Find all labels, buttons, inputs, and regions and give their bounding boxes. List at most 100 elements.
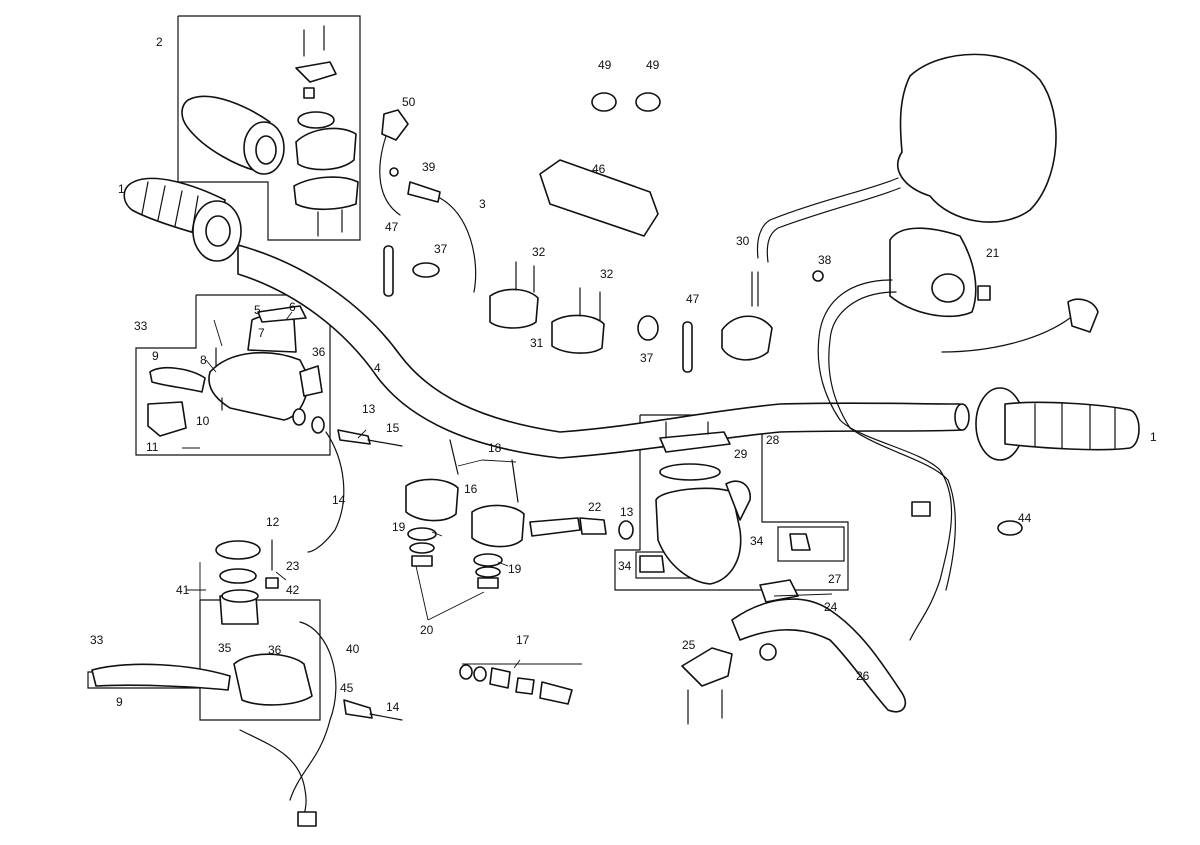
right-grip [1004,401,1140,451]
leader-lines [182,311,833,669]
clutch-clamp [299,365,323,397]
switch-connector [1067,298,1099,333]
handlebar-pad [539,159,659,237]
clutch-hose [307,431,345,553]
callout-14: 14 [386,700,400,714]
callout-36: 36 [312,345,326,359]
callout-19: 19 [392,520,406,534]
callout-17: 17 [516,633,530,647]
callout-34: 34 [618,559,632,573]
cable-adjuster [407,181,441,203]
lower-master-body [233,653,313,706]
cable-clip-right [637,315,659,341]
brake-master-body [655,487,742,585]
mirror-stem [756,177,899,259]
callout-42: 42 [286,583,300,597]
callout-13: 13 [362,402,376,416]
callout-41: 41 [176,583,190,597]
callout-11: 11 [146,440,159,454]
callout-14: 14 [332,493,346,507]
callout-19: 19 [508,562,522,576]
riser-bolts [449,439,519,503]
cable-clip-left [412,262,440,278]
callout-27: 27 [828,572,842,586]
callout-39: 39 [422,160,436,174]
clamp-bolts [515,261,601,321]
callout-15: 15 [386,421,400,435]
cable-strap-right [682,321,693,373]
mirror-clamp [721,315,773,361]
brake-reservoir-cover [659,431,731,453]
hose-clamp-b [635,92,661,112]
callout-32: 32 [532,245,546,259]
box-detail-34-upper [777,526,845,562]
throttle-housing-lower [293,176,359,211]
callout-28: 28 [766,433,780,447]
callout-47: 47 [385,220,399,234]
callout-5: 5 [254,303,261,317]
lever-pivot [759,579,799,603]
callout-4: 4 [374,361,381,375]
harness-connector [911,501,931,517]
callout-22: 22 [588,500,602,514]
callout-29: 29 [734,447,748,461]
callout-50: 50 [402,95,416,109]
washer-13 [618,520,634,540]
box-brake-lever-assembly [614,414,849,591]
callout-40: 40 [346,642,360,656]
callout-38: 38 [818,253,832,267]
callout-9: 9 [152,349,159,363]
right-switch [889,227,977,318]
callout-46: 46 [592,162,606,176]
throttle-housing-upper [295,127,357,171]
callout-labels: 1 1 2 3 4 5 6 7 8 9 9 10 11 12 13 13 14 … [90,35,1157,714]
throttle-pulley [297,111,335,129]
callout-47: 47 [686,292,700,306]
callout-16: 16 [464,482,478,496]
brake-lever [731,598,906,713]
callout-26: 26 [856,669,870,683]
callout-21: 21 [986,246,1000,260]
callout-49: 49 [598,58,612,72]
callout-45: 45 [340,681,354,695]
clutch-perch [208,351,311,421]
mirror-head [897,53,1057,223]
right-switch-harness [817,279,953,641]
callout-24: 24 [824,600,838,614]
callout-33: 33 [90,633,104,647]
reservoir-cap [215,540,261,560]
callout-30: 30 [736,234,750,248]
callout-33: 33 [134,319,148,333]
callout-31: 31 [530,336,544,350]
clutch-lever-stub [149,366,206,393]
callout-23: 23 [286,559,300,573]
lever-nut [759,643,777,661]
callout-8: 8 [200,353,207,367]
callout-49: 49 [646,58,660,72]
callout-25: 25 [682,638,696,652]
handlebar-switch [381,109,409,141]
throttle-cover-plate [295,61,337,83]
callout-36: 36 [268,643,282,657]
callout-6: 6 [289,300,296,314]
throttle-cable [439,197,477,293]
part-38 [812,270,824,282]
callout-34: 34 [750,534,764,548]
switch-wire [239,729,307,821]
clutch-switch-cover [147,401,187,437]
callout-2: 2 [156,35,163,49]
lower-lever [91,663,231,691]
bar-end-weight [539,681,573,705]
callout-32: 32 [600,267,614,281]
callout-12: 12 [266,515,280,529]
callout-1: 1 [1150,430,1157,444]
brake-bracket [681,647,733,687]
brake-hose-fitting [579,517,607,535]
bar-clamp-left [489,288,539,329]
callout-10: 10 [196,414,210,428]
callout-3: 3 [479,197,486,211]
cable-strap-left [383,245,394,297]
callout-35: 35 [218,641,232,655]
